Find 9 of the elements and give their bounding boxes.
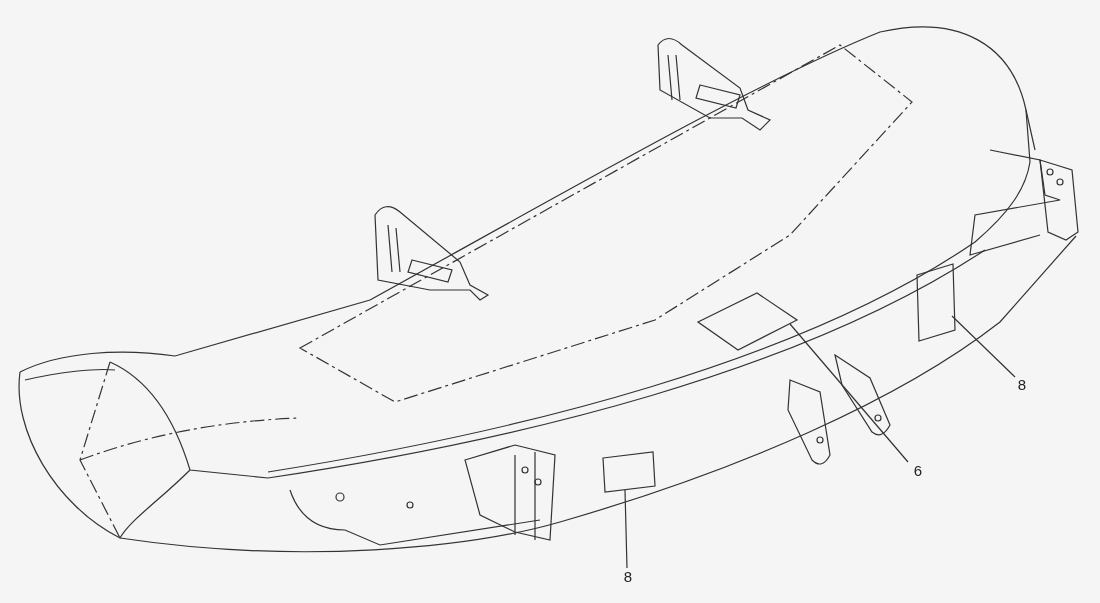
leader-line	[951, 315, 1016, 378]
decal	[696, 291, 799, 352]
callout-number: 6	[910, 462, 926, 482]
decal	[915, 262, 957, 343]
callout-number: 8	[620, 568, 636, 588]
leader-line	[789, 323, 909, 463]
callout-number: 8	[1014, 376, 1030, 396]
leader-line	[624, 489, 628, 569]
decal	[601, 450, 657, 494]
